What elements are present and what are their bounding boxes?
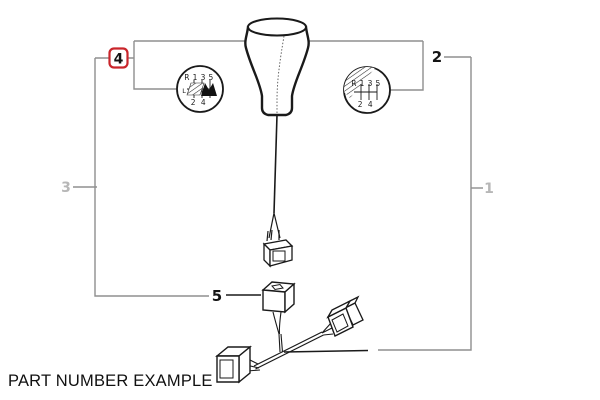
callout-2-label[interactable]: 2 <box>432 48 442 66</box>
callout-5-label[interactable]: 5 <box>212 287 222 305</box>
knob-cable-drawing <box>262 114 294 268</box>
shift-pattern-left-top-row: R 1 3 5 <box>184 73 213 82</box>
callout-4-label[interactable]: 4 <box>114 52 124 68</box>
black-leader-lines <box>226 294 369 353</box>
m-stripe-hatch <box>186 82 205 96</box>
boot-hatch-wedge <box>344 67 380 98</box>
m-emblem <box>201 83 217 96</box>
shift-pattern-right-top-row: R 1 3 5 <box>351 79 380 88</box>
wiring-harness-drawing <box>215 281 364 384</box>
shift-pattern-right-drawing: R 1 3 5 2 4 <box>343 66 391 114</box>
shift-pattern-left-bottom-row: 2 4 <box>191 98 207 107</box>
right-gray-leader <box>378 57 472 351</box>
callout-1-label[interactable]: 1 <box>484 181 494 197</box>
knob-connector <box>262 229 294 268</box>
knob-cable-split <box>268 212 281 239</box>
knob-top <box>247 17 307 37</box>
shift-gate-lines-right <box>354 84 378 100</box>
shift-pattern-left-l-label: L <box>182 87 186 95</box>
left-gray-leader <box>94 58 209 297</box>
gear-shift-knob-drawing <box>244 17 310 117</box>
callout-3-label[interactable]: 3 <box>61 180 71 196</box>
selected-callout-highlight-box[interactable] <box>108 47 129 69</box>
callout-labels: 4 2 3 1 5 <box>61 47 494 305</box>
knob-cable <box>273 114 278 214</box>
harness-leader <box>283 349 369 353</box>
knob-body <box>244 25 310 117</box>
harness-left-connector <box>215 345 261 384</box>
caption-text: PART NUMBER EXAMPLE <box>8 372 213 390</box>
harness-right-connector <box>321 295 364 337</box>
shift-pattern-right-bottom-row: 2 4 <box>358 100 374 109</box>
shift-pattern-left-drawing: R 1 3 5 L 2 4 <box>176 65 224 113</box>
harness-main-cable <box>253 331 324 370</box>
harness-top-connector <box>261 281 296 353</box>
knob-seam <box>276 35 285 113</box>
